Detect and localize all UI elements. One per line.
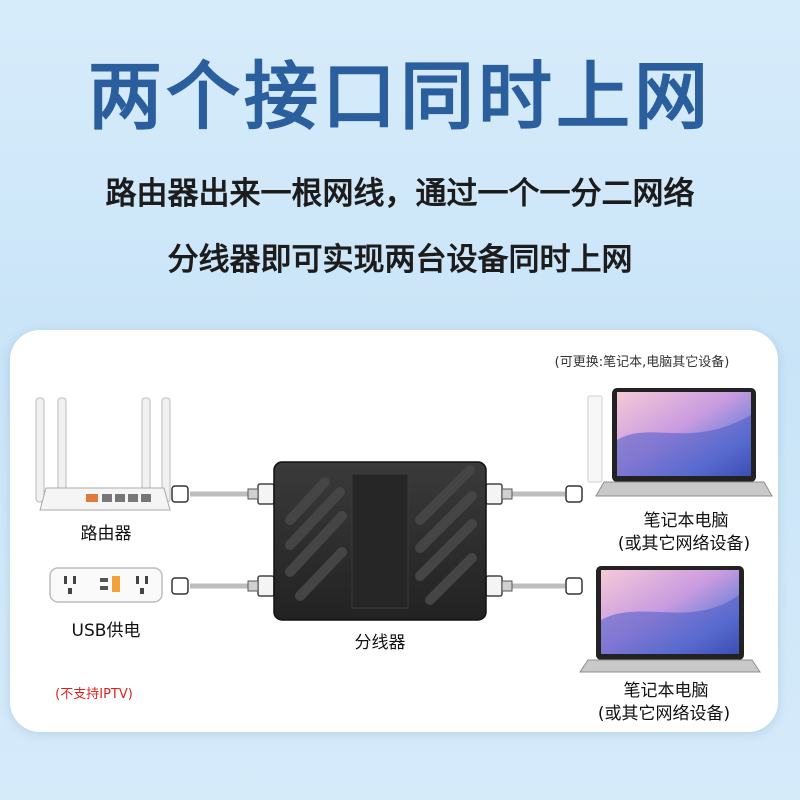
headline: 两个接口同时上网 — [88, 54, 712, 140]
router-label: 路由器 — [80, 524, 132, 544]
laptop1-side-plug — [565, 485, 583, 503]
splitter-label: 分线器 — [354, 633, 406, 653]
laptop-2-image — [579, 566, 761, 673]
usb-side-plug — [171, 577, 189, 595]
subtitle-line-2: 分线器即可实现两台设备同时上网 — [167, 242, 633, 278]
router-side-plug — [171, 485, 189, 503]
usb-power-label: USB供电 — [71, 621, 141, 641]
splitter-box — [273, 461, 487, 621]
splitter-plug-right-top — [485, 483, 513, 505]
splitter-plug-right-bottom — [485, 575, 513, 597]
usb-power-strip-image — [49, 567, 163, 603]
laptop2-side-plug — [565, 577, 583, 595]
router-image — [35, 397, 171, 511]
splitter-plug-left-bottom — [247, 575, 275, 597]
laptop-2-label-line-1: 笔记本电脑 — [623, 681, 709, 701]
laptop-1-label-line-2: (或其它网络设备) — [617, 534, 751, 554]
subtitle-line-1: 路由器出来一根网线，通过一个一分二网络 — [105, 176, 695, 212]
laptop-1-label-line-1: 笔记本电脑 — [643, 511, 729, 531]
laptop-1-image — [587, 388, 773, 497]
laptop-2-label-line-2: (或其它网络设备) — [597, 704, 731, 724]
iptv-note: (不支持IPTV) — [55, 687, 133, 702]
splitter-plug-left-top — [247, 483, 275, 505]
replace-note: (可更换:笔记本,电脑其它设备) — [554, 355, 730, 370]
